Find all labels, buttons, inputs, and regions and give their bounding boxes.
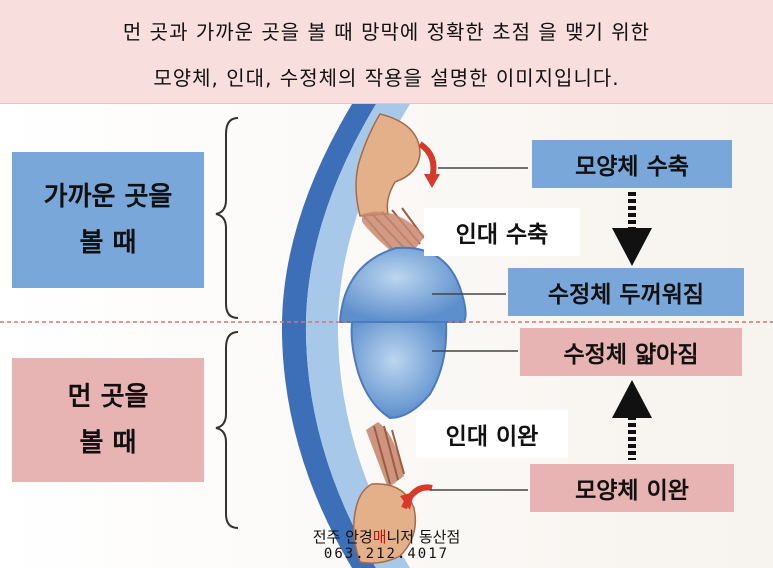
ciliary-relax-tag: 모양체 이완 (530, 464, 734, 512)
far-label-line-2: 볼 때 (79, 428, 137, 458)
shop-name-part-1: 전주 안경 (312, 528, 373, 546)
ligament-lower-band (366, 422, 404, 488)
cornea (281, 104, 376, 568)
caption-line-1: 먼 곳과 가까운 곳을 볼 때 망막에 정확한 초점 을 맺기 위한 (122, 20, 651, 44)
near-label-box: 가까운 곳을 볼 때 (12, 152, 204, 288)
lens-thin (350, 321, 448, 420)
aqueous-humor (305, 104, 410, 568)
near-brace (215, 117, 239, 319)
down-arrow-icon (612, 192, 652, 266)
header-caption: 먼 곳과 가까운 곳을 볼 때 망막에 정확한 초점 을 맺기 위한 모양체, … (0, 0, 773, 104)
ciliary-contract-tag: 모양체 수축 (532, 140, 732, 188)
ciliary-body-lower (353, 483, 417, 564)
caption-line-2: 모양체, 인대, 수정체의 작용을 설명한 이미지입니다. (153, 66, 620, 90)
eye-diagram: 가까운 곳을 볼 때 먼 곳을 볼 때 모양체 수축 인대 수축 수정체 두꺼워… (0, 104, 773, 568)
lens-thin-tag: 수정체 얇아짐 (520, 328, 742, 376)
red-curved-arrow-icon (400, 484, 433, 510)
ligament-relax-tag: 인대 이완 (416, 410, 568, 458)
ligament-contract-tag: 인대 수축 (424, 208, 580, 256)
far-brace (215, 331, 239, 529)
shop-phone: 063.212.4017 (323, 546, 450, 562)
shop-name-part-2: 매 (372, 528, 387, 546)
far-label-box: 먼 곳을 볼 때 (12, 358, 204, 482)
near-label-line-2: 볼 때 (79, 228, 137, 258)
red-curved-arrow-icon (418, 141, 440, 188)
shop-name: 전주 안경매니저 동산점 (0, 526, 773, 547)
up-arrow-icon (612, 380, 652, 460)
far-label-line-1: 먼 곳을 (67, 382, 149, 412)
lens-thicken-tag: 수정체 두꺼워짐 (508, 268, 744, 316)
ligament-lower (373, 425, 405, 485)
near-label-line-1: 가까운 곳을 (43, 182, 173, 212)
shop-name-part-3: 니저 동산점 (386, 528, 461, 546)
